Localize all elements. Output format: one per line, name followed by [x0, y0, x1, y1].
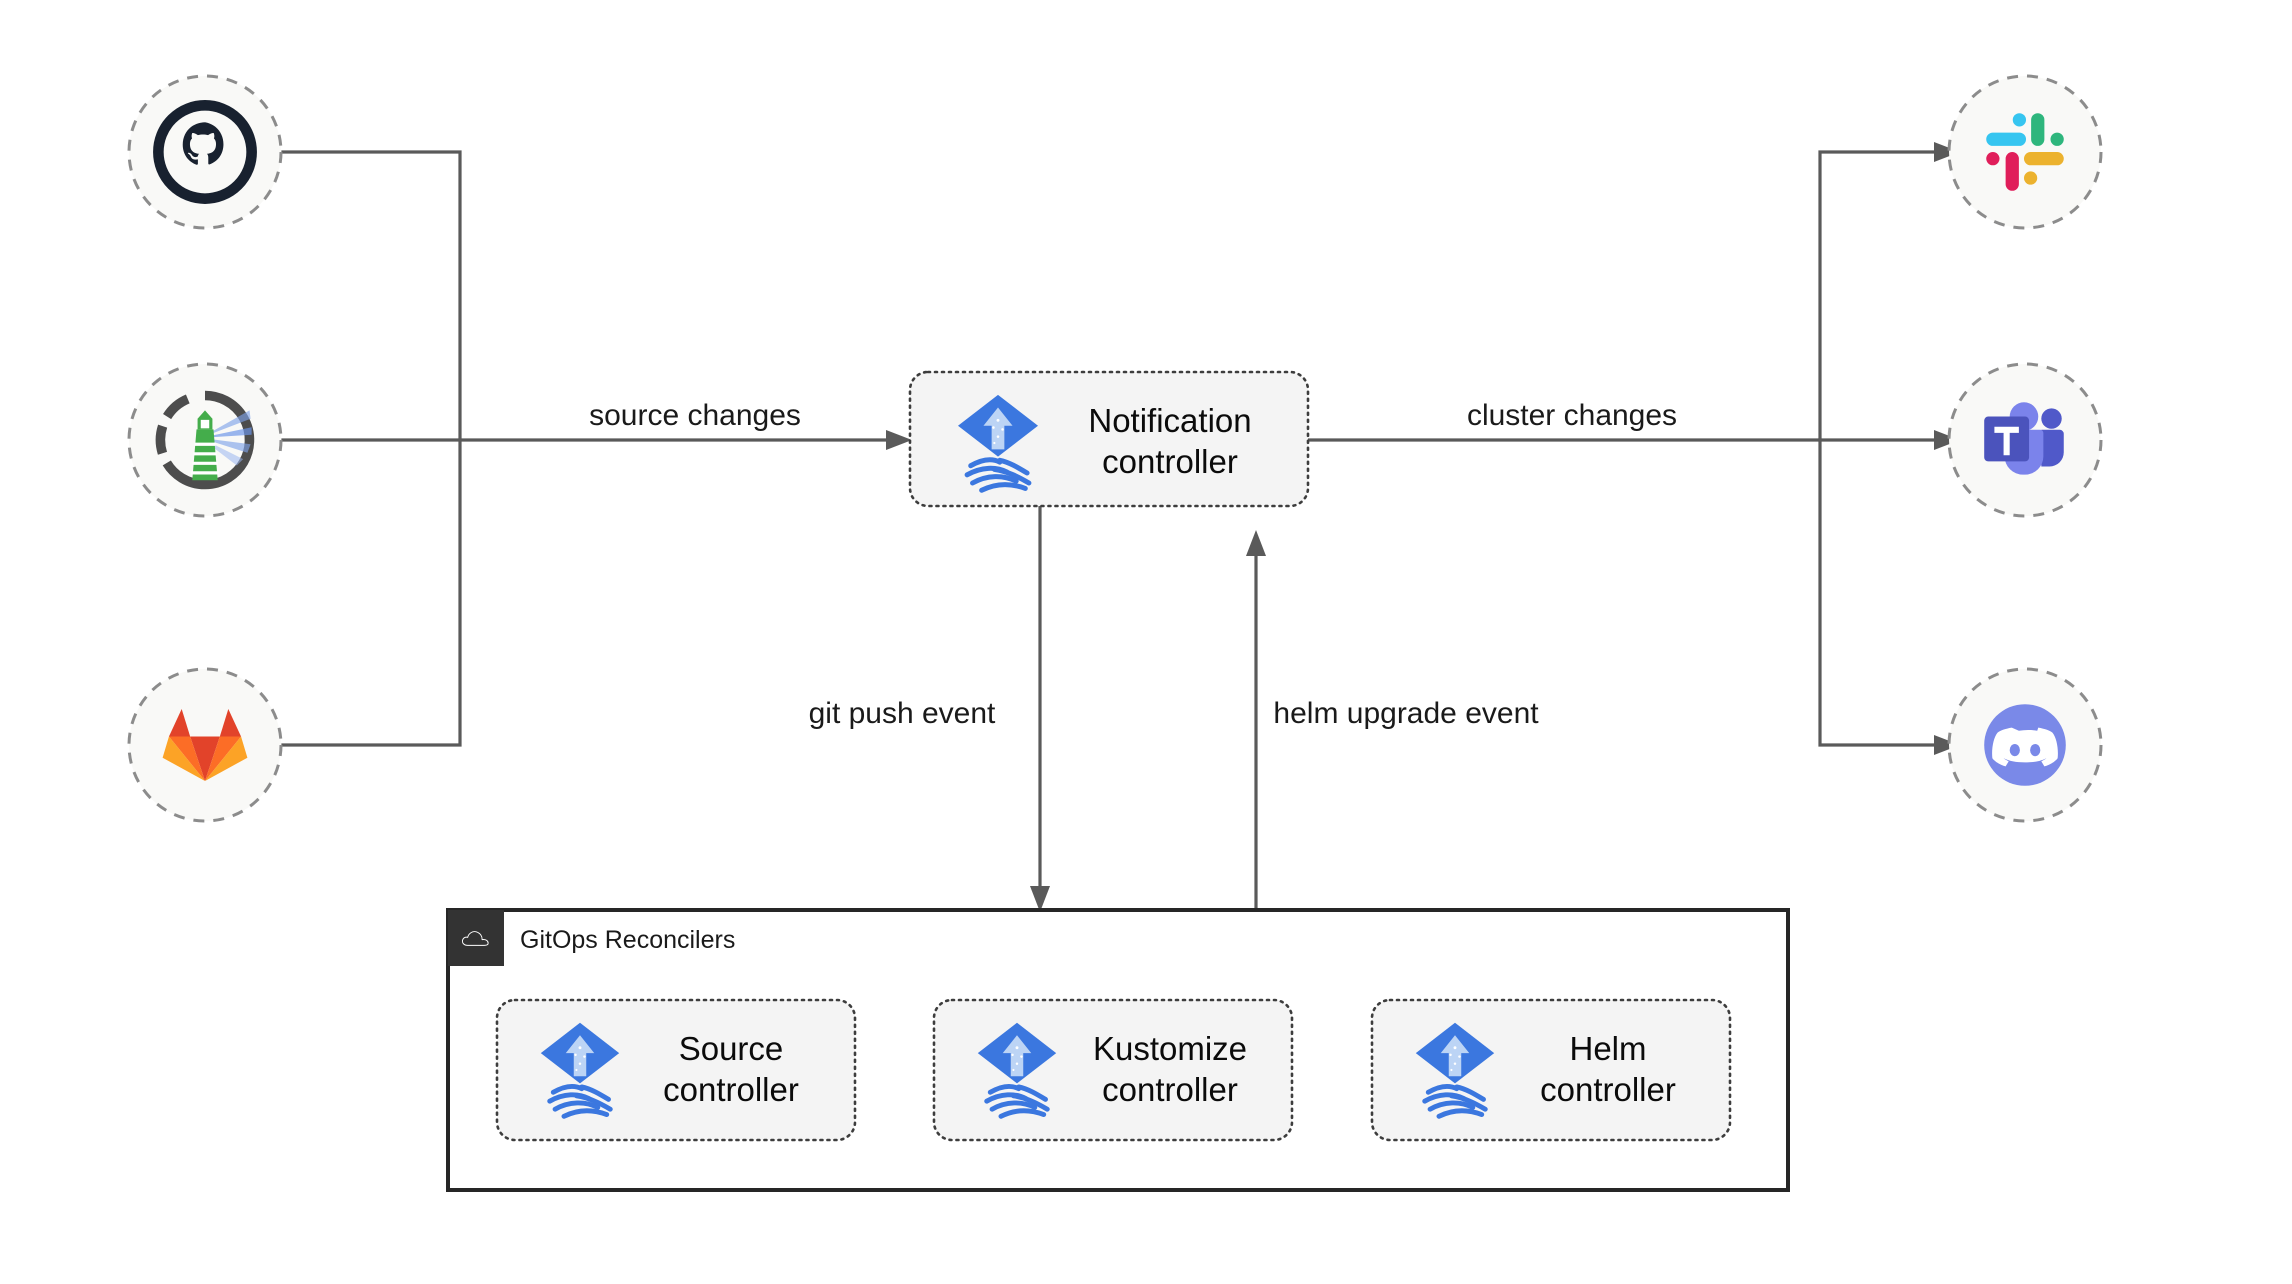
reconciler-node-helm-controller[interactable]: Helm controller	[1370, 998, 1732, 1142]
github-node-circle	[127, 74, 283, 230]
arrowhead-discord	[1934, 735, 1960, 755]
helm-controller-label-line2: controller	[1540, 1071, 1676, 1108]
edge-notification-to-destinations	[1306, 142, 1960, 755]
edge-labels-layer: source changes cluster changes git push …	[589, 399, 1677, 730]
helm-controller-box	[1370, 998, 1732, 1142]
kustomize-controller-box	[932, 998, 1294, 1142]
destination-node-slack[interactable]	[1947, 74, 2103, 230]
arrowhead-slack	[1934, 142, 1960, 162]
source-node-gitea[interactable]	[127, 362, 283, 518]
edge-reconcilers-to-notification	[1246, 530, 1266, 912]
notification-controller-label-line2: controller	[1102, 443, 1238, 480]
discord-icon	[1984, 704, 2066, 786]
arrowhead-helm-upgrade-event	[1246, 530, 1266, 556]
group-title: GitOps Reconcilers	[520, 926, 735, 954]
source-controller-box	[495, 998, 857, 1142]
source-controller-label-line2: controller	[663, 1071, 799, 1108]
arrowhead-git-push-event	[1030, 886, 1050, 912]
edge-label-cluster-changes: cluster changes	[1467, 399, 1677, 432]
edge-label-helm-upgrade-event: helm upgrade event	[1273, 697, 1539, 730]
edge-label-source-changes: source changes	[589, 399, 801, 432]
notification-controller-node[interactable]: Notification controller	[908, 370, 1310, 508]
kustomize-controller-label-line2: controller	[1102, 1071, 1238, 1108]
group-icon-badge	[448, 910, 504, 966]
source-nodes	[127, 74, 283, 823]
edge-sources-to-notification	[281, 150, 912, 747]
destination-nodes	[1947, 74, 2103, 823]
source-node-gitlab[interactable]	[127, 667, 283, 823]
destination-node-discord[interactable]	[1947, 667, 2103, 823]
slack-node-circle	[1947, 74, 2103, 230]
helm-controller-label-line1: Helm	[1569, 1030, 1646, 1067]
reconciler-node-source-controller[interactable]: Source controller	[495, 998, 857, 1142]
notification-controller-box	[908, 370, 1310, 508]
edge-label-git-push-event: git push event	[809, 697, 996, 730]
destination-node-teams[interactable]	[1947, 362, 2103, 518]
edge-notification-to-reconcilers	[1030, 504, 1050, 912]
reconciler-node-kustomize-controller[interactable]: Kustomize controller	[932, 998, 1294, 1142]
source-node-github[interactable]	[127, 74, 283, 230]
notification-controller-label-line1: Notification	[1088, 402, 1251, 439]
arrowhead-source-changes	[886, 430, 912, 450]
reconciler-nodes: Source controller Kustomize controller H…	[495, 998, 1732, 1142]
source-controller-label-line1: Source	[679, 1030, 784, 1067]
arrowhead-teams	[1934, 430, 1960, 450]
kustomize-controller-label-line1: Kustomize	[1093, 1030, 1247, 1067]
